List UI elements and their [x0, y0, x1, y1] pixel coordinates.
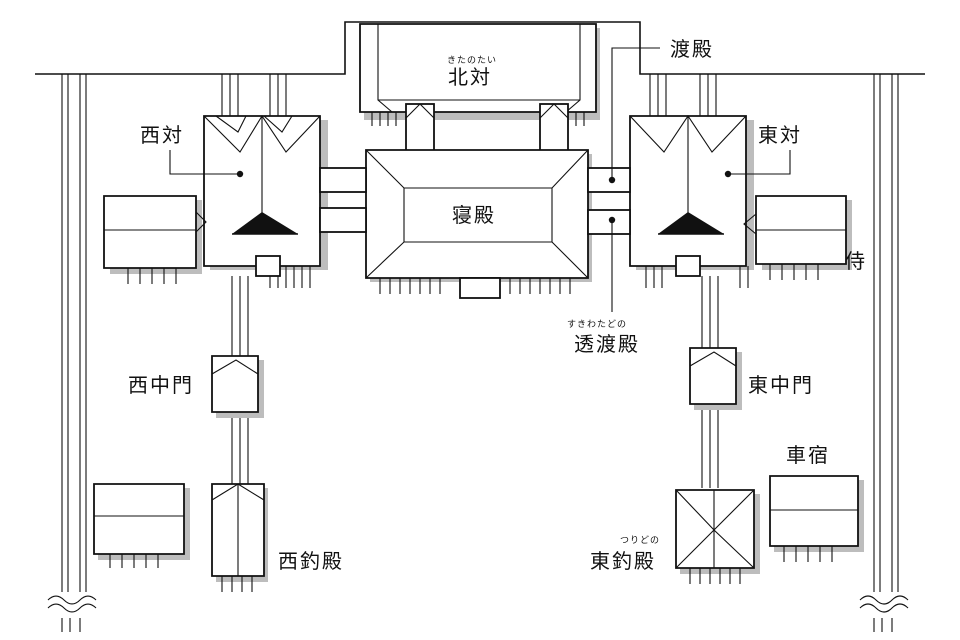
- label-main-hall: 寝殿: [452, 203, 496, 227]
- label-samurai: 侍: [845, 249, 867, 273]
- label-north-hall: 北対: [448, 65, 492, 89]
- label-east-gate: 東中門: [748, 373, 814, 397]
- north-hall: [359, 23, 600, 155]
- label-west-gate: 西中門: [128, 373, 194, 397]
- west-storehouse: [93, 483, 190, 568]
- label-east-hall: 東対: [758, 123, 802, 147]
- label-east-fishing-pavilion: 東釣殿: [590, 549, 656, 573]
- west-annex: [103, 195, 207, 284]
- leader-lines: [169, 47, 791, 312]
- outer-wall: [35, 21, 925, 632]
- label-sukiwatadono-ruby: すきわたどの: [567, 319, 627, 330]
- label-sukiwatadono: 透渡殿: [574, 332, 640, 356]
- label-carriage-house: 車宿: [786, 443, 830, 467]
- west-gallery: [211, 276, 268, 592]
- label-watadono: 渡殿: [670, 37, 714, 61]
- east-hall: [587, 74, 754, 288]
- samurai-annex: [743, 195, 852, 280]
- labels: きたのたい 北対 渡殿 西対 東対 寝殿 侍 すきわたどの 透渡殿 西中門 東中…: [128, 37, 867, 573]
- carriage-house: [769, 475, 864, 562]
- west-hall: [203, 74, 367, 288]
- label-west-fishing-pavilion: 西釣殿: [278, 549, 344, 573]
- label-kita-ruby: きたのたい: [447, 55, 497, 66]
- main-hall-shinden: [365, 149, 592, 299]
- label-tsuridono-ruby: つりどの: [620, 535, 660, 546]
- east-gallery: [675, 276, 760, 584]
- label-west-hall: 西対: [140, 123, 184, 147]
